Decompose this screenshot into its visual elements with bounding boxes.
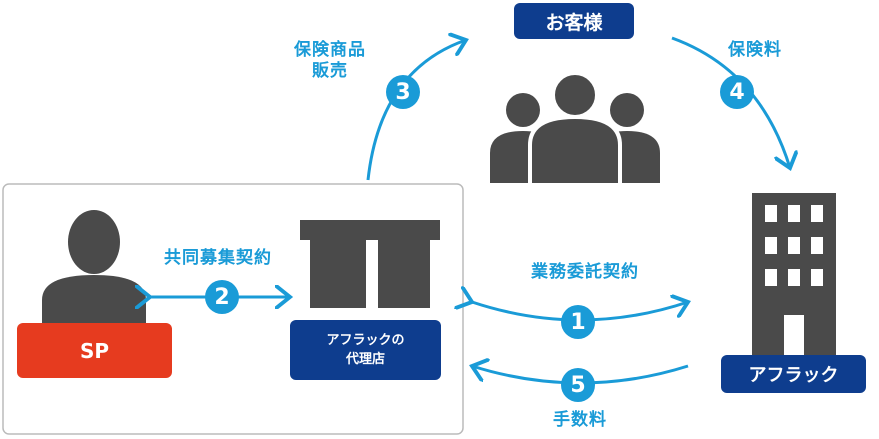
sp-person-icon [42,210,146,330]
customers-icon [490,71,660,187]
aflac-building-icon [752,193,836,361]
aflac-label: アフラック [748,365,839,386]
business-contract-label: 業務委託契約 [531,262,639,282]
step-2-badge: 2 [205,280,239,314]
customer-label: お客様 [545,11,603,34]
step-3-badge: 3 [386,75,420,109]
agency-shop-icon [300,220,440,308]
product-sales-line1: 保険商品 [294,40,366,60]
joint-contract-label: 共同募集契約 [164,248,272,268]
product-sales-line2: 販売 [312,61,348,81]
agency-label-2: 代理店 [345,352,385,367]
step-4-badge: 4 [720,75,754,109]
product-sales-label: 保険商品販売 [285,40,375,82]
agency-label-1: アフラックの [326,333,405,348]
commission-label: 手数料 [553,410,607,430]
step-1-badge: 1 [561,305,595,339]
premium-label: 保険料 [728,40,782,60]
sp-badge: SP [17,323,172,378]
arrow-product-sales [366,40,466,181]
sp-label: SP [79,338,110,363]
aflac-badge: アフラック [721,355,866,393]
agency-badge: アフラックの代理店 [290,320,441,380]
step-5-badge: 5 [561,368,595,402]
customer-badge: お客様 [514,3,634,39]
